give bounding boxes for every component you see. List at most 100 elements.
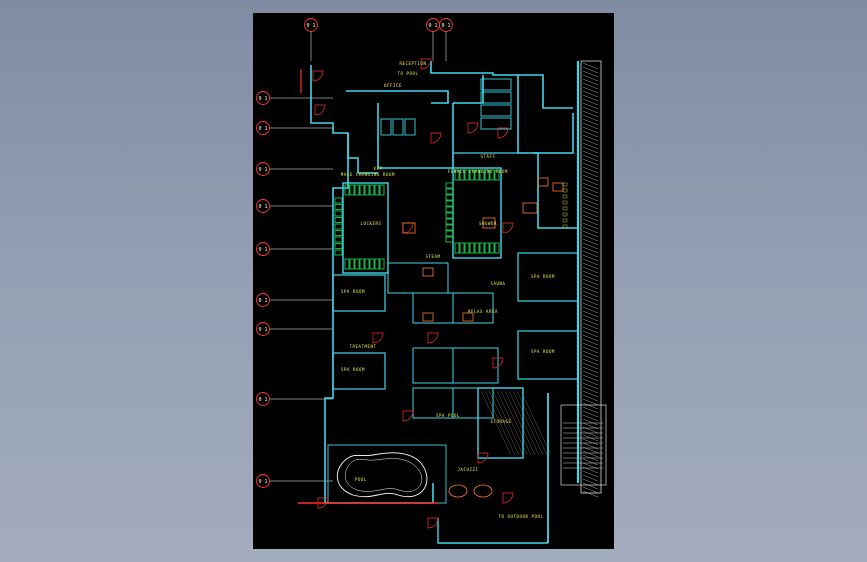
- grid-bubble-label: 0 1: [258, 397, 267, 403]
- door-swing: [477, 452, 489, 464]
- facade-hatch: [582, 302, 599, 310]
- grid-bubble-label: 0 1: [258, 96, 267, 102]
- locker: [344, 258, 350, 270]
- changing-room-male: [342, 182, 389, 274]
- grid-bubble-label: 0 1: [441, 23, 450, 29]
- door-swing: [312, 70, 324, 82]
- locker: [464, 169, 470, 181]
- grid-bubble-label: 0 1: [428, 23, 437, 29]
- grid-bubble: [256, 199, 270, 213]
- grid-bubble: [304, 18, 318, 32]
- grid-bubble: [256, 322, 270, 336]
- room-label: SAUNA: [490, 281, 505, 286]
- locker: [445, 200, 454, 207]
- locker: [484, 242, 490, 254]
- facade-hatch: [582, 154, 599, 162]
- locker: [334, 210, 343, 217]
- facade-hatch: [582, 86, 599, 94]
- facade-hatch: [582, 394, 599, 402]
- facade-hatch: [582, 294, 599, 302]
- marker: [562, 218, 568, 223]
- grid-bubble-label: 0 1: [306, 23, 315, 29]
- facade-hatch: [582, 458, 599, 466]
- storage-room: [477, 387, 524, 459]
- locker: [354, 258, 360, 270]
- facade-hatch: [582, 334, 599, 342]
- facade-hatch: [582, 130, 599, 138]
- facade-hatch: [582, 234, 599, 242]
- wall: [533, 113, 574, 154]
- facade-hatch: [582, 474, 599, 482]
- facade-hatch: [582, 358, 599, 366]
- facade-hatch: [582, 186, 599, 194]
- locker: [334, 217, 343, 223]
- marker: [562, 200, 568, 205]
- facade-hatch: [582, 470, 599, 478]
- marker: [562, 188, 568, 193]
- facade-hatch: [582, 486, 599, 494]
- facade-hatch: [582, 266, 599, 274]
- room-label: JACUZZI: [457, 467, 478, 472]
- facade-hatch: [582, 346, 599, 354]
- facade-hatch: [582, 74, 599, 82]
- facade-hatch: [582, 250, 599, 258]
- marker: [562, 182, 568, 187]
- locker: [369, 258, 375, 270]
- locker: [489, 242, 495, 254]
- storage-hatch: [504, 390, 536, 456]
- grid-bubble-label: 0 1: [258, 298, 267, 304]
- facade-hatch: [582, 210, 599, 218]
- wc-cubicle: [404, 118, 416, 136]
- facade-hatch: [582, 150, 599, 158]
- grid-bubble-label: 0 1: [258, 167, 267, 173]
- facade-hatch: [582, 366, 599, 374]
- locker: [445, 188, 454, 195]
- locker: [445, 236, 454, 243]
- storage-hatch: [500, 390, 532, 456]
- door-swing: [497, 127, 509, 139]
- facade-hatch: [582, 138, 599, 146]
- facade-hatch: [582, 262, 599, 270]
- facade-hatch: [582, 98, 599, 106]
- facade-hatch: [582, 338, 599, 346]
- facade-hatch: [582, 306, 599, 314]
- facade-hatch: [582, 70, 599, 78]
- locker: [364, 184, 370, 196]
- door-swing: [502, 492, 514, 504]
- locker: [464, 242, 470, 254]
- room-label: STORAGE: [490, 419, 511, 424]
- locker: [494, 169, 500, 181]
- locker: [459, 169, 465, 181]
- grid-bubble: [256, 121, 270, 135]
- locker: [349, 258, 355, 270]
- facade-hatch: [582, 110, 599, 118]
- room-label: POOL: [355, 477, 367, 482]
- grid-bubble: [256, 91, 270, 105]
- locker: [334, 197, 343, 204]
- equipment: [522, 202, 538, 214]
- locker: [364, 258, 370, 270]
- facade-hatch: [582, 490, 599, 498]
- facade-hatch: [582, 314, 599, 322]
- facade-hatch: [582, 310, 599, 318]
- room-label: RELAX AREA: [468, 309, 498, 314]
- pool-room: [327, 444, 447, 504]
- grid-bubble-label: 0 1: [258, 126, 267, 132]
- facade-hatch: [582, 146, 599, 154]
- door-swing: [314, 104, 326, 116]
- facade-hatch: [582, 122, 599, 130]
- facade-hatch: [582, 106, 599, 114]
- facade-hatch: [582, 386, 599, 394]
- facade-hatch: [582, 322, 599, 330]
- facade-hatch: [582, 418, 599, 426]
- sauna-room: [452, 347, 499, 384]
- room-label: OFFICE: [384, 83, 402, 88]
- facade-hatch: [582, 94, 599, 102]
- marker: [562, 212, 568, 217]
- locker: [374, 258, 380, 270]
- facade-hatch: [582, 406, 599, 414]
- facade-hatch: [582, 438, 599, 446]
- locker: [334, 243, 343, 249]
- room-label: TO POOL: [397, 71, 418, 76]
